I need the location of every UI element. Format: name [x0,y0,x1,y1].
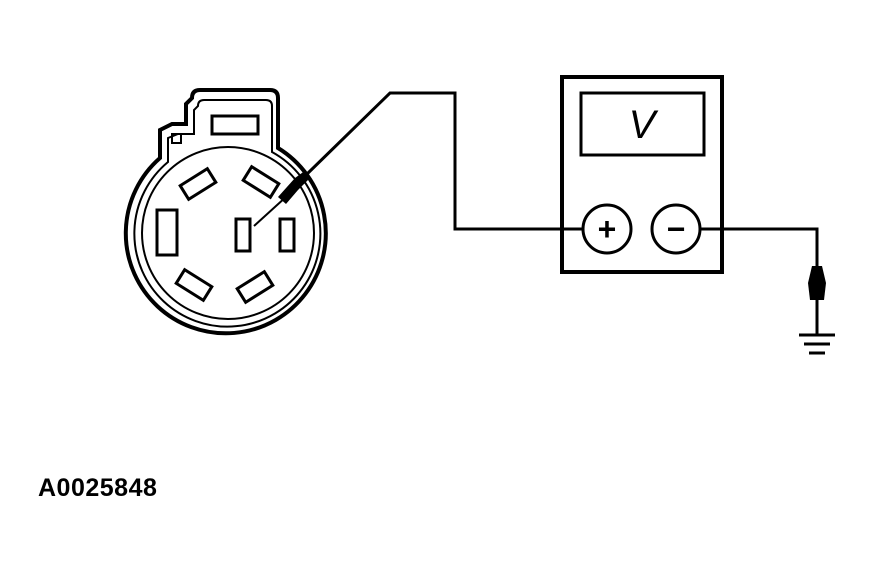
connector-key [171,133,182,144]
terminal-lower-right [235,269,275,305]
positive-jack-symbol: + [598,211,617,247]
ground-clip-body [808,266,826,300]
connector-outer-body [123,88,328,336]
terminal-upper-left [178,166,218,202]
probe-handle [278,170,308,204]
positive-lead-wire [304,91,583,231]
negative-jack-symbol: − [667,211,686,247]
negative-jack [650,203,702,255]
connector-face-rim [141,146,315,320]
test-probe [253,170,308,227]
connector-latch [210,114,260,136]
voltmeter-display [579,91,706,157]
figure-id-label: A0025848 [38,474,158,502]
positive-jack [581,203,633,255]
terminal-lower-left [174,267,214,303]
connector-inner-body [133,99,322,328]
voltmeter-body [560,75,724,274]
probe-tip [253,195,288,227]
terminal-center [234,217,252,253]
negative-lead-wire [700,227,819,270]
terminal-right [278,217,296,253]
terminal-upper-right [241,164,281,200]
ground-clip [808,266,826,334]
terminal-left-large [155,208,179,257]
voltmeter-display-symbol: V [629,103,659,147]
ground-symbol [799,333,835,355]
connector [123,88,328,336]
voltmeter: V + − [560,75,724,274]
